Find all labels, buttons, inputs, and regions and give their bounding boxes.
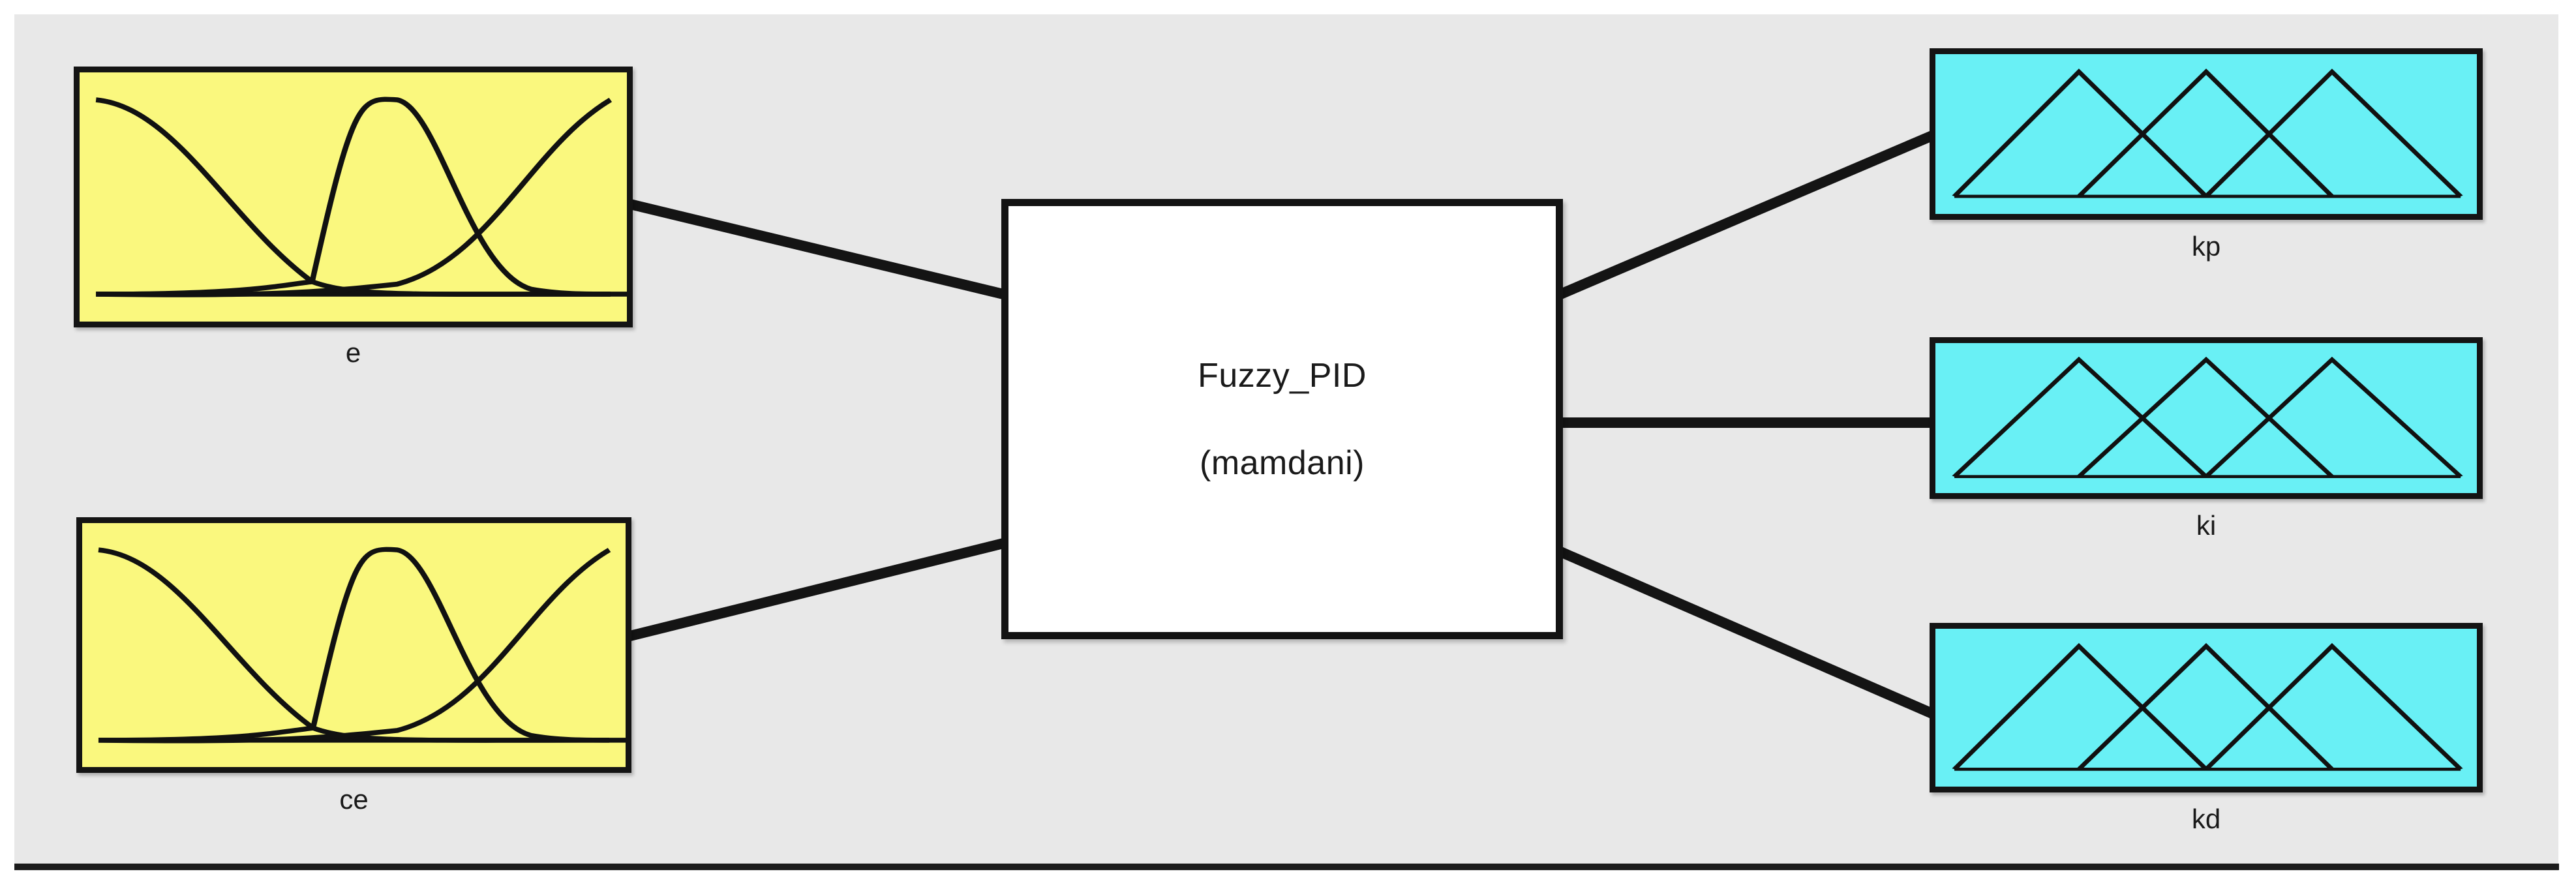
membership-plot-kd[interactable] [1930, 623, 2483, 792]
canvas-bottom-rule [14, 864, 2559, 870]
input-label-ce: ce [339, 784, 369, 815]
gaussian-mf-curves-ce [98, 547, 626, 744]
triangular-mf-curves-kp [1952, 68, 2463, 198]
output-node-kd[interactable]: kd [1930, 623, 2483, 833]
triangular-mf-curves-kd [1952, 642, 2463, 771]
membership-plot-ki[interactable] [1930, 337, 2483, 499]
gaussian-mf-curves-e [95, 97, 627, 297]
output-node-kp[interactable]: kp [1930, 48, 2483, 260]
system-block[interactable]: Fuzzy_PID (mamdani) [1001, 199, 1563, 639]
input-label-e: e [345, 337, 361, 368]
output-label-ki: ki [2196, 510, 2217, 541]
output-label-kp: kp [2191, 231, 2221, 262]
system-name: Fuzzy_PID [1198, 356, 1367, 395]
membership-plot-kp[interactable] [1930, 48, 2483, 220]
output-label-kd: kd [2191, 804, 2221, 834]
triangular-mf-curves-ki [1952, 356, 2463, 478]
input-node-ce[interactable]: ce [76, 517, 631, 813]
output-node-ki[interactable]: ki [1930, 337, 2483, 539]
membership-plot-e[interactable] [74, 67, 633, 327]
input-node-e[interactable]: e [74, 67, 633, 367]
system-inference-type: (mamdani) [1200, 444, 1365, 482]
membership-plot-ce[interactable] [76, 517, 631, 773]
